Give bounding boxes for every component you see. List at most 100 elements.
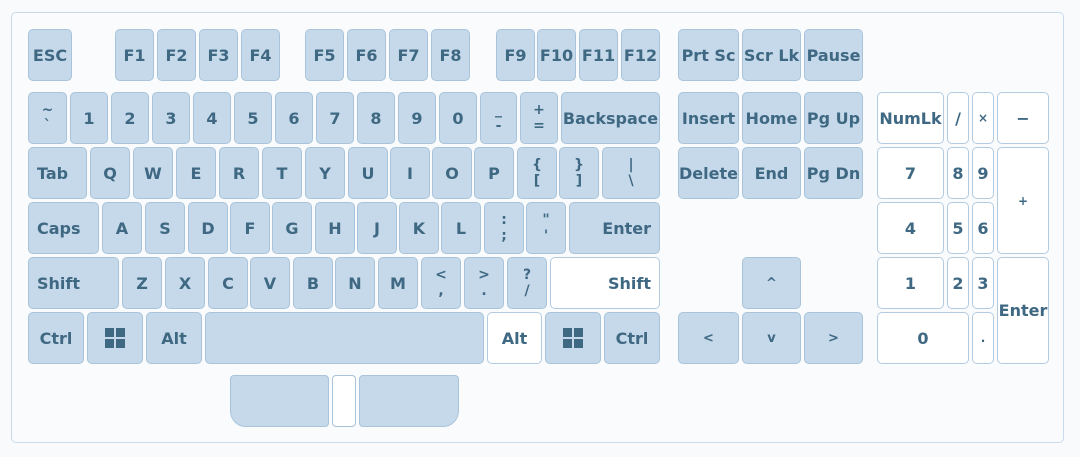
key-a[interactable]: A: [102, 202, 142, 254]
key-j[interactable]: J: [357, 202, 397, 254]
key-w[interactable]: W: [133, 147, 173, 199]
key-f1[interactable]: F1: [115, 29, 154, 81]
key-num-multiply[interactable]: ×: [972, 92, 994, 144]
key-num-6[interactable]: 6: [972, 202, 994, 254]
key-esc[interactable]: ESC: [28, 29, 72, 81]
key-6[interactable]: 6: [275, 92, 313, 144]
key-enter[interactable]: Enter: [569, 202, 660, 254]
key-e[interactable]: E: [176, 147, 216, 199]
key-s[interactable]: S: [145, 202, 185, 254]
key-delete[interactable]: Delete: [678, 147, 739, 199]
key-num-3[interactable]: 3: [972, 257, 994, 309]
key-scrlk[interactable]: Scr Lk: [742, 29, 801, 81]
key-right-bracket[interactable]: }]: [559, 147, 599, 199]
key-alt-right[interactable]: Alt: [487, 312, 542, 364]
key-period[interactable]: >.: [464, 257, 504, 309]
key-end[interactable]: End: [742, 147, 801, 199]
key-arrow-left[interactable]: <: [678, 312, 739, 364]
key-num-2[interactable]: 2: [947, 257, 969, 309]
key-7[interactable]: 7: [316, 92, 354, 144]
key-x[interactable]: X: [165, 257, 205, 309]
key-backslash[interactable]: |\: [602, 147, 660, 199]
key-f12[interactable]: F12: [621, 29, 660, 81]
key-arrow-right[interactable]: >: [804, 312, 863, 364]
key-v[interactable]: V: [250, 257, 290, 309]
key-b[interactable]: B: [293, 257, 333, 309]
key-alt-left[interactable]: Alt: [146, 312, 202, 364]
key-num-1[interactable]: 1: [877, 257, 944, 309]
key-equals[interactable]: +=: [520, 92, 558, 144]
key-2[interactable]: 2: [111, 92, 149, 144]
key-o[interactable]: O: [432, 147, 472, 199]
key-num-enter[interactable]: Enter: [997, 257, 1049, 364]
key-h[interactable]: H: [315, 202, 355, 254]
key-p[interactable]: P: [474, 147, 514, 199]
key-num-0[interactable]: 0: [877, 312, 969, 364]
key-g[interactable]: G: [272, 202, 312, 254]
key-5[interactable]: 5: [234, 92, 272, 144]
key-backspace[interactable]: Backspace: [561, 92, 660, 144]
key-3[interactable]: 3: [152, 92, 190, 144]
key-t[interactable]: T: [262, 147, 302, 199]
key-quote[interactable]: "': [526, 202, 566, 254]
key-f10[interactable]: F10: [537, 29, 576, 81]
key-pgup[interactable]: Pg Up: [804, 92, 863, 144]
key-ctrl-right[interactable]: Ctrl: [604, 312, 660, 364]
key-arrow-down[interactable]: v: [742, 312, 801, 364]
key-ctrl-left[interactable]: Ctrl: [28, 312, 84, 364]
key-4[interactable]: 4: [193, 92, 231, 144]
key-f4[interactable]: F4: [241, 29, 280, 81]
key-prtsc[interactable]: Prt Sc: [678, 29, 739, 81]
key-num-8[interactable]: 8: [947, 147, 969, 199]
key-left-bracket[interactable]: {[: [517, 147, 557, 199]
key-f2[interactable]: F2: [157, 29, 196, 81]
key-pause[interactable]: Pause: [804, 29, 863, 81]
key-num-5[interactable]: 5: [947, 202, 969, 254]
touchpad-left-button[interactable]: [230, 375, 329, 427]
key-win-right[interactable]: [545, 312, 601, 364]
key-i[interactable]: I: [390, 147, 430, 199]
key-k[interactable]: K: [399, 202, 439, 254]
key-m[interactable]: M: [378, 257, 418, 309]
key-tab[interactable]: Tab: [28, 147, 87, 199]
key-1[interactable]: 1: [70, 92, 108, 144]
key-8[interactable]: 8: [357, 92, 395, 144]
key-numlk[interactable]: NumLk: [877, 92, 944, 144]
key-d[interactable]: D: [188, 202, 228, 254]
touchpad-right-button[interactable]: [359, 375, 459, 427]
key-caps[interactable]: Caps: [28, 202, 99, 254]
key-semicolon[interactable]: :;: [484, 202, 524, 254]
key-y[interactable]: Y: [305, 147, 345, 199]
touchpad-middle-button[interactable]: [332, 375, 356, 427]
key-slash[interactable]: ?/: [507, 257, 547, 309]
key-minus[interactable]: _-: [480, 92, 517, 144]
key-tilde[interactable]: ~`: [28, 92, 67, 144]
key-home[interactable]: Home: [742, 92, 801, 144]
key-f6[interactable]: F6: [347, 29, 386, 81]
key-r[interactable]: R: [219, 147, 259, 199]
key-f3[interactable]: F3: [199, 29, 238, 81]
key-num-minus[interactable]: −: [997, 92, 1049, 144]
key-9[interactable]: 9: [398, 92, 436, 144]
key-shift-left[interactable]: Shift: [28, 257, 119, 309]
key-f[interactable]: F: [230, 202, 270, 254]
key-z[interactable]: Z: [122, 257, 162, 309]
key-num-decimal[interactable]: .: [972, 312, 994, 364]
key-num-divide[interactable]: /: [947, 92, 969, 144]
key-win-left[interactable]: [87, 312, 143, 364]
key-space[interactable]: [205, 312, 484, 364]
key-u[interactable]: U: [348, 147, 388, 199]
key-f7[interactable]: F7: [389, 29, 428, 81]
key-f11[interactable]: F11: [579, 29, 618, 81]
key-f5[interactable]: F5: [305, 29, 344, 81]
key-comma[interactable]: <,: [421, 257, 461, 309]
key-num-7[interactable]: 7: [877, 147, 944, 199]
key-pgdn[interactable]: Pg Dn: [804, 147, 863, 199]
key-n[interactable]: N: [335, 257, 375, 309]
key-l[interactable]: L: [441, 202, 481, 254]
key-f9[interactable]: F9: [496, 29, 535, 81]
key-q[interactable]: Q: [90, 147, 130, 199]
key-arrow-up[interactable]: ^: [742, 257, 801, 309]
key-num-4[interactable]: 4: [877, 202, 944, 254]
key-insert[interactable]: Insert: [678, 92, 739, 144]
